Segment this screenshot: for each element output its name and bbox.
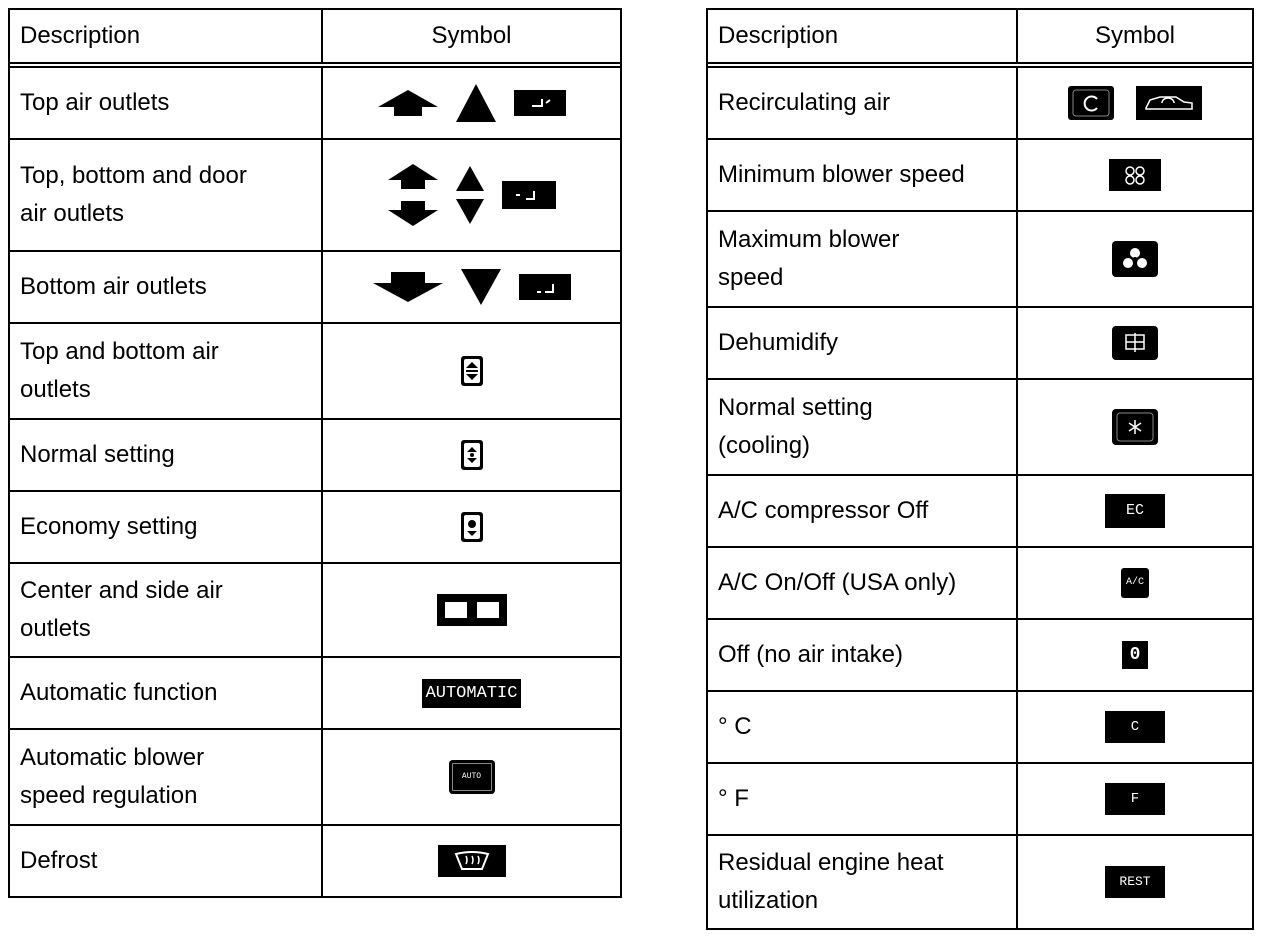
door-outlet-badge-icon <box>501 181 556 209</box>
row-symbol <box>1016 380 1252 474</box>
top-bottom-button-icon <box>460 356 483 386</box>
table-row: Top, bottom and door air outlets <box>10 138 620 250</box>
arrow-up-wide-icon <box>377 90 438 116</box>
table-row: A/C On/Off (USA only) A/C <box>708 546 1252 618</box>
row-symbol: AUTOMATIC <box>321 658 620 728</box>
recirculation-button-icon <box>1068 86 1114 120</box>
table-row: Top air outlets <box>10 66 620 138</box>
row-symbol <box>321 826 620 896</box>
table-row: A/C compressor Off EC <box>708 474 1252 546</box>
row-symbol <box>321 68 620 138</box>
arrows-up-down-wide-icon <box>387 164 438 226</box>
row-description: Automatic blower speed regulation <box>20 744 205 809</box>
row-symbol <box>321 420 620 490</box>
table-row: Maximum blower speed <box>708 210 1252 306</box>
row-description: Normal setting (cooling) <box>718 394 873 459</box>
economy-button-icon <box>460 512 483 542</box>
row-description: Residual engine heat utilization <box>718 849 944 914</box>
row-symbol: F <box>1016 764 1252 834</box>
header-symbol: Symbol <box>321 10 620 62</box>
row-symbol <box>1016 308 1252 378</box>
table-row: ° C C <box>708 690 1252 762</box>
c-badge-icon: C <box>1105 711 1165 743</box>
table-row: Minimum blower speed <box>708 138 1252 210</box>
zero-badge-icon: 0 <box>1122 641 1148 669</box>
row-description: Off (no air intake) <box>718 641 903 668</box>
row-symbol <box>321 140 620 250</box>
center-side-outlets-icon <box>436 594 507 626</box>
defrost-icon <box>437 845 506 877</box>
triangles-up-down-icon <box>455 166 484 224</box>
table-row: Recirculating air <box>708 66 1252 138</box>
table-row: Top and bottom air outlets <box>10 322 620 418</box>
auto-button-icon: AUTO <box>448 760 495 794</box>
table-row: Automatic blower speed regulation AUTO <box>10 728 620 824</box>
row-description: Top air outlets <box>20 89 170 116</box>
triangle-down-icon <box>460 269 501 305</box>
row-description: Minimum blower speed <box>718 161 965 188</box>
row-symbol <box>1016 68 1252 138</box>
fan-min-icon <box>1109 159 1161 191</box>
row-description: Recirculating air <box>718 89 891 116</box>
table-row: Dehumidify <box>708 306 1252 378</box>
fan-max-icon <box>1112 241 1158 277</box>
triangle-up-icon <box>455 84 496 122</box>
row-description: ° C <box>718 713 752 740</box>
row-symbol <box>1016 212 1252 306</box>
table-row: Economy setting <box>10 490 620 562</box>
row-description: Automatic function <box>20 679 218 706</box>
table-row: Off (no air intake) 0 <box>708 618 1252 690</box>
ec-badge-icon: EC <box>1105 494 1165 528</box>
row-description: ° F <box>718 785 749 812</box>
row-symbol: AUTO <box>321 730 620 824</box>
row-description: Economy setting <box>20 513 198 540</box>
header-description: Description <box>718 22 839 49</box>
row-description: Normal setting <box>20 441 175 468</box>
row-description: Defrost <box>20 847 98 874</box>
table-row: Residual engine heat utilization REST <box>708 834 1252 930</box>
header-symbol: Symbol <box>1016 10 1252 62</box>
f-badge-icon: F <box>1105 783 1165 815</box>
automatic-badge-icon: AUTOMATIC <box>421 678 522 708</box>
snowflake-icon <box>1112 409 1158 445</box>
row-description: Dehumidify <box>718 329 839 356</box>
left-symbol-table: Description Symbol Top air outlets Top, … <box>8 8 622 898</box>
car-recirculation-icon <box>1136 86 1202 120</box>
row-description: Bottom air outlets <box>20 273 207 300</box>
table-row: Normal setting <box>10 418 620 490</box>
row-description: A/C compressor Off <box>718 497 929 524</box>
table-row: Defrost <box>10 824 620 898</box>
row-description: Center and side air outlets <box>20 577 223 642</box>
top-outlet-badge-icon <box>513 90 566 116</box>
dehumidify-icon <box>1112 326 1158 360</box>
row-symbol: 0 <box>1016 620 1252 690</box>
row-description: Top and bottom air outlets <box>20 338 219 403</box>
normal-button-icon <box>460 440 483 470</box>
row-symbol <box>1016 140 1252 210</box>
ac-badge-icon: A/C <box>1121 568 1149 598</box>
table-row: Bottom air outlets <box>10 250 620 322</box>
row-symbol <box>321 492 620 562</box>
row-description: A/C On/Off (USA only) <box>718 569 957 596</box>
row-symbol <box>321 324 620 418</box>
table-row: Center and side air outlets <box>10 562 620 656</box>
row-description: Top, bottom and door air outlets <box>20 162 247 227</box>
arrow-down-wide-icon <box>372 272 443 302</box>
bottom-outlet-badge-icon <box>518 274 571 300</box>
row-symbol: C <box>1016 692 1252 762</box>
row-symbol <box>321 564 620 656</box>
row-description: Maximum blower speed <box>718 226 900 291</box>
rest-badge-icon: REST <box>1105 866 1165 898</box>
right-symbol-table: Description Symbol Recirculating air Min… <box>706 8 1254 930</box>
header-description: Description <box>20 22 141 49</box>
row-symbol: A/C <box>1016 548 1252 618</box>
table-row: ° F F <box>708 762 1252 834</box>
right-table-header: Description Symbol <box>708 8 1252 64</box>
row-symbol: REST <box>1016 836 1252 928</box>
table-row: Normal setting (cooling) <box>708 378 1252 474</box>
left-table-header: Description Symbol <box>10 8 620 64</box>
row-symbol <box>321 252 620 322</box>
row-symbol: EC <box>1016 476 1252 546</box>
table-row: Automatic function AUTOMATIC <box>10 656 620 728</box>
